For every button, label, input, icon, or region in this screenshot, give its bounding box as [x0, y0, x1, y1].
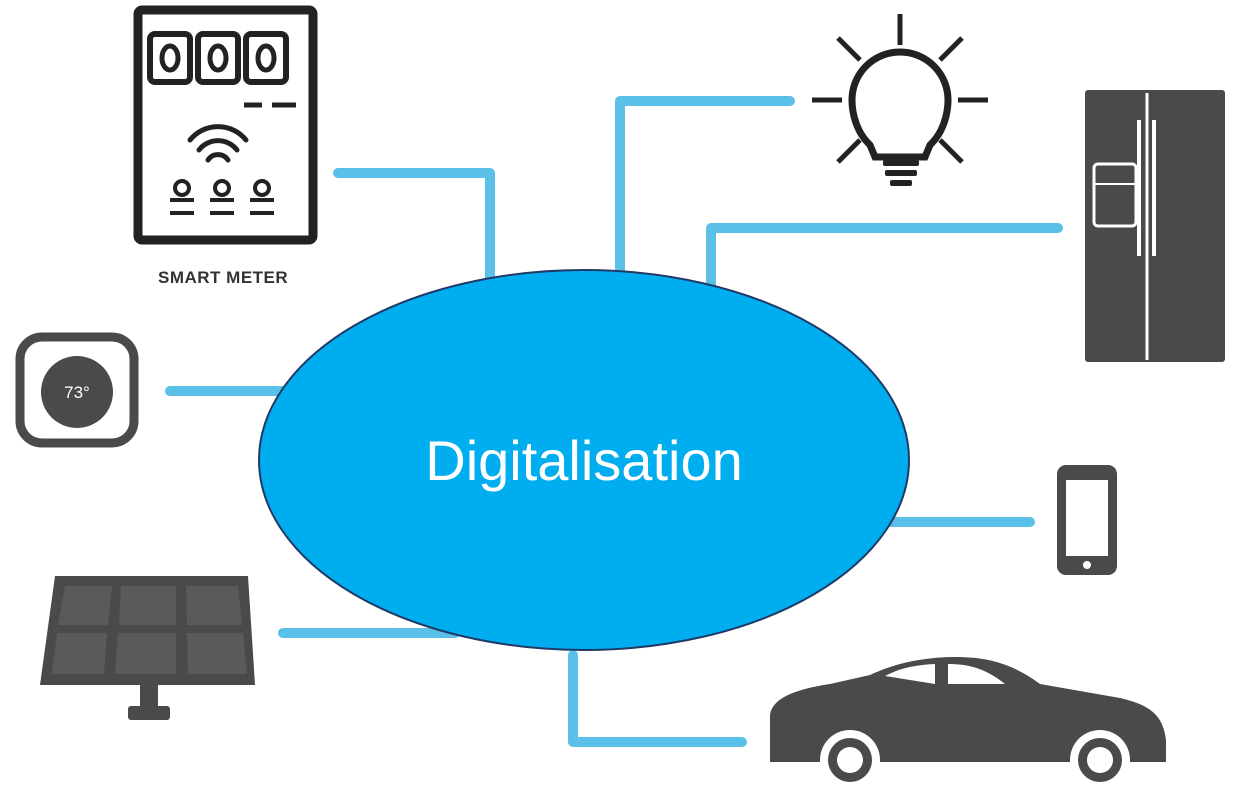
connector-fridge [706, 223, 1063, 295]
thermostat-icon [15, 332, 139, 448]
connector-light-bulb [615, 96, 795, 285]
thermostat-reading: 73° [64, 383, 90, 402]
fridge-icon [1085, 90, 1225, 362]
connector-smart-meter [333, 168, 495, 290]
smart-meter-icon [133, 5, 318, 245]
hub-label: Digitalisation [425, 429, 743, 492]
digitalisation-hub [258, 269, 910, 651]
solar-panel-icon [40, 576, 255, 720]
smartphone-icon [1057, 465, 1117, 575]
connectors [165, 96, 1063, 747]
car-icon [770, 657, 1166, 790]
smart-meter-caption: SMART METER [158, 268, 288, 287]
light-bulb-icon [812, 14, 988, 186]
connector-car [568, 650, 747, 747]
